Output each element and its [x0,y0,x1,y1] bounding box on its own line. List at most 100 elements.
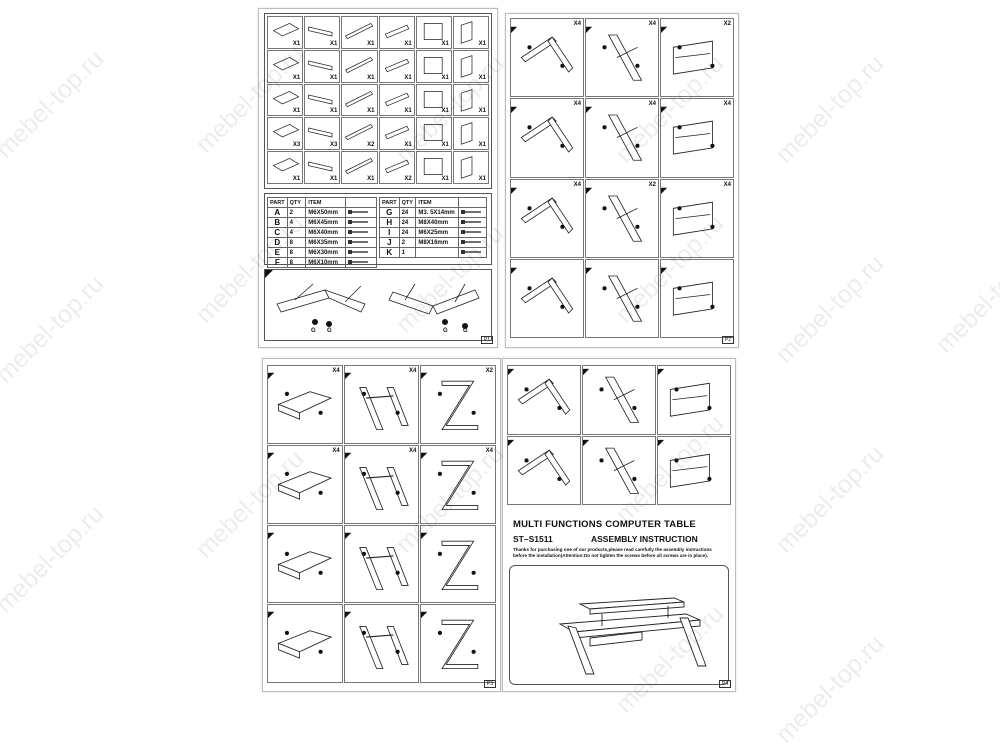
assembly-step [507,435,581,505]
part-size: M6X10mm [305,257,347,268]
part-qty: 1 [398,247,417,258]
assembly-step: X4 [510,178,584,258]
assembly-step: X4 [510,98,584,178]
part-quantity: X1 [329,108,338,115]
screw-icon [458,227,487,238]
part-drawing [308,94,333,105]
hw-label-g: G [311,328,316,334]
part-cell: X1 [378,16,415,49]
part-drawing [272,124,300,138]
part-cell: X1 [267,49,304,83]
part-cell: X2 [378,151,415,184]
watermark-text: mebel-top.ru [0,44,110,164]
part-quantity: X1 [478,74,486,81]
part-quantity: X1 [404,108,412,115]
part-drawing [460,88,473,112]
part-cell: X1 [378,49,415,83]
part-drawing [423,158,443,176]
step-1-frame: G G G G [264,269,492,341]
step-hardware-count: X4 [408,447,417,454]
part-quantity: X1 [329,175,338,182]
hw-label-g: G [443,328,448,334]
product-image-frame [509,565,729,685]
part-cell: X1 [304,83,341,117]
steps-grid [507,365,731,505]
part-cell: X1 [378,117,415,151]
assembly-step [420,604,496,683]
part-drawing [308,26,333,37]
part-size: M3. 5X14mm [415,207,460,218]
watermark-text: mebel-top.ru [0,499,110,619]
part-cell: X1 [415,83,452,117]
assembly-step [343,524,420,604]
step-drawing [508,439,571,486]
part-cell: X1 [452,16,489,49]
step-drawing [511,107,574,153]
document-subtitle: ASSEMBLY INSTRUCTION [591,534,698,544]
part-cell: X1 [341,151,378,184]
watermark-text: mebel-top.ru [0,269,110,389]
step-drawing [583,439,640,494]
step-drawing [658,368,712,417]
step-hardware-count: X4 [723,101,731,108]
step-hardware-count: X4 [648,21,656,27]
part-drawing [345,22,374,40]
part-cell: X1 [452,151,489,184]
part-quantity: X2 [367,142,375,149]
step-hardware-count: X4 [408,368,417,374]
watermark-text: mebel-top.ru [770,439,890,559]
part-size: M6X35mm [305,237,347,248]
assembly-step [585,258,659,338]
page-number: P3 [483,680,496,688]
page-number: P1 [480,336,493,344]
part-cell: X1 [415,49,452,83]
assembly-step: X4 [660,178,734,258]
assembly-step: X2 [585,178,659,258]
intro-text: Thanks for purchasing one of our product… [513,547,712,558]
watermark-text: mebel-top.ru [770,249,890,369]
assembly-step [267,604,343,683]
part-size [415,247,460,258]
assembly-step [582,365,656,435]
step-drawing [344,372,409,431]
part-drawing [384,24,409,39]
step-hardware-count: X4 [723,181,731,188]
assembly-step: X4 [660,98,734,178]
step-drawing [511,187,574,234]
screw-icon [345,227,377,238]
part-qty: 4 [286,227,307,238]
part-letter: K [379,247,400,258]
part-letter: J [379,237,400,248]
part-drawing [272,158,300,172]
part-letter: A [267,207,288,218]
part-qty: 24 [398,227,417,238]
part-letter: F [267,257,288,268]
part-letter: I [379,227,400,238]
assembly-step [510,258,584,338]
step-drawing [268,452,333,500]
col-item: ITEM [415,197,460,208]
part-size: M6X50mm [305,207,347,218]
step-drawing [508,368,571,415]
part-drawing [345,56,374,73]
part-size: M6X30mm [305,247,347,258]
part-size: M6X45mm [305,217,347,228]
part-size: M6X40mm [305,227,347,238]
step-hardware-count: X4 [573,21,581,27]
assembly-step: X4 [343,365,420,444]
part-drawing [272,90,300,104]
screw-icon [345,237,377,248]
part-cell: X1 [341,49,378,83]
part-cell: X1 [415,16,452,49]
col-qty: QTY [286,197,307,208]
step-drawing [268,612,333,659]
